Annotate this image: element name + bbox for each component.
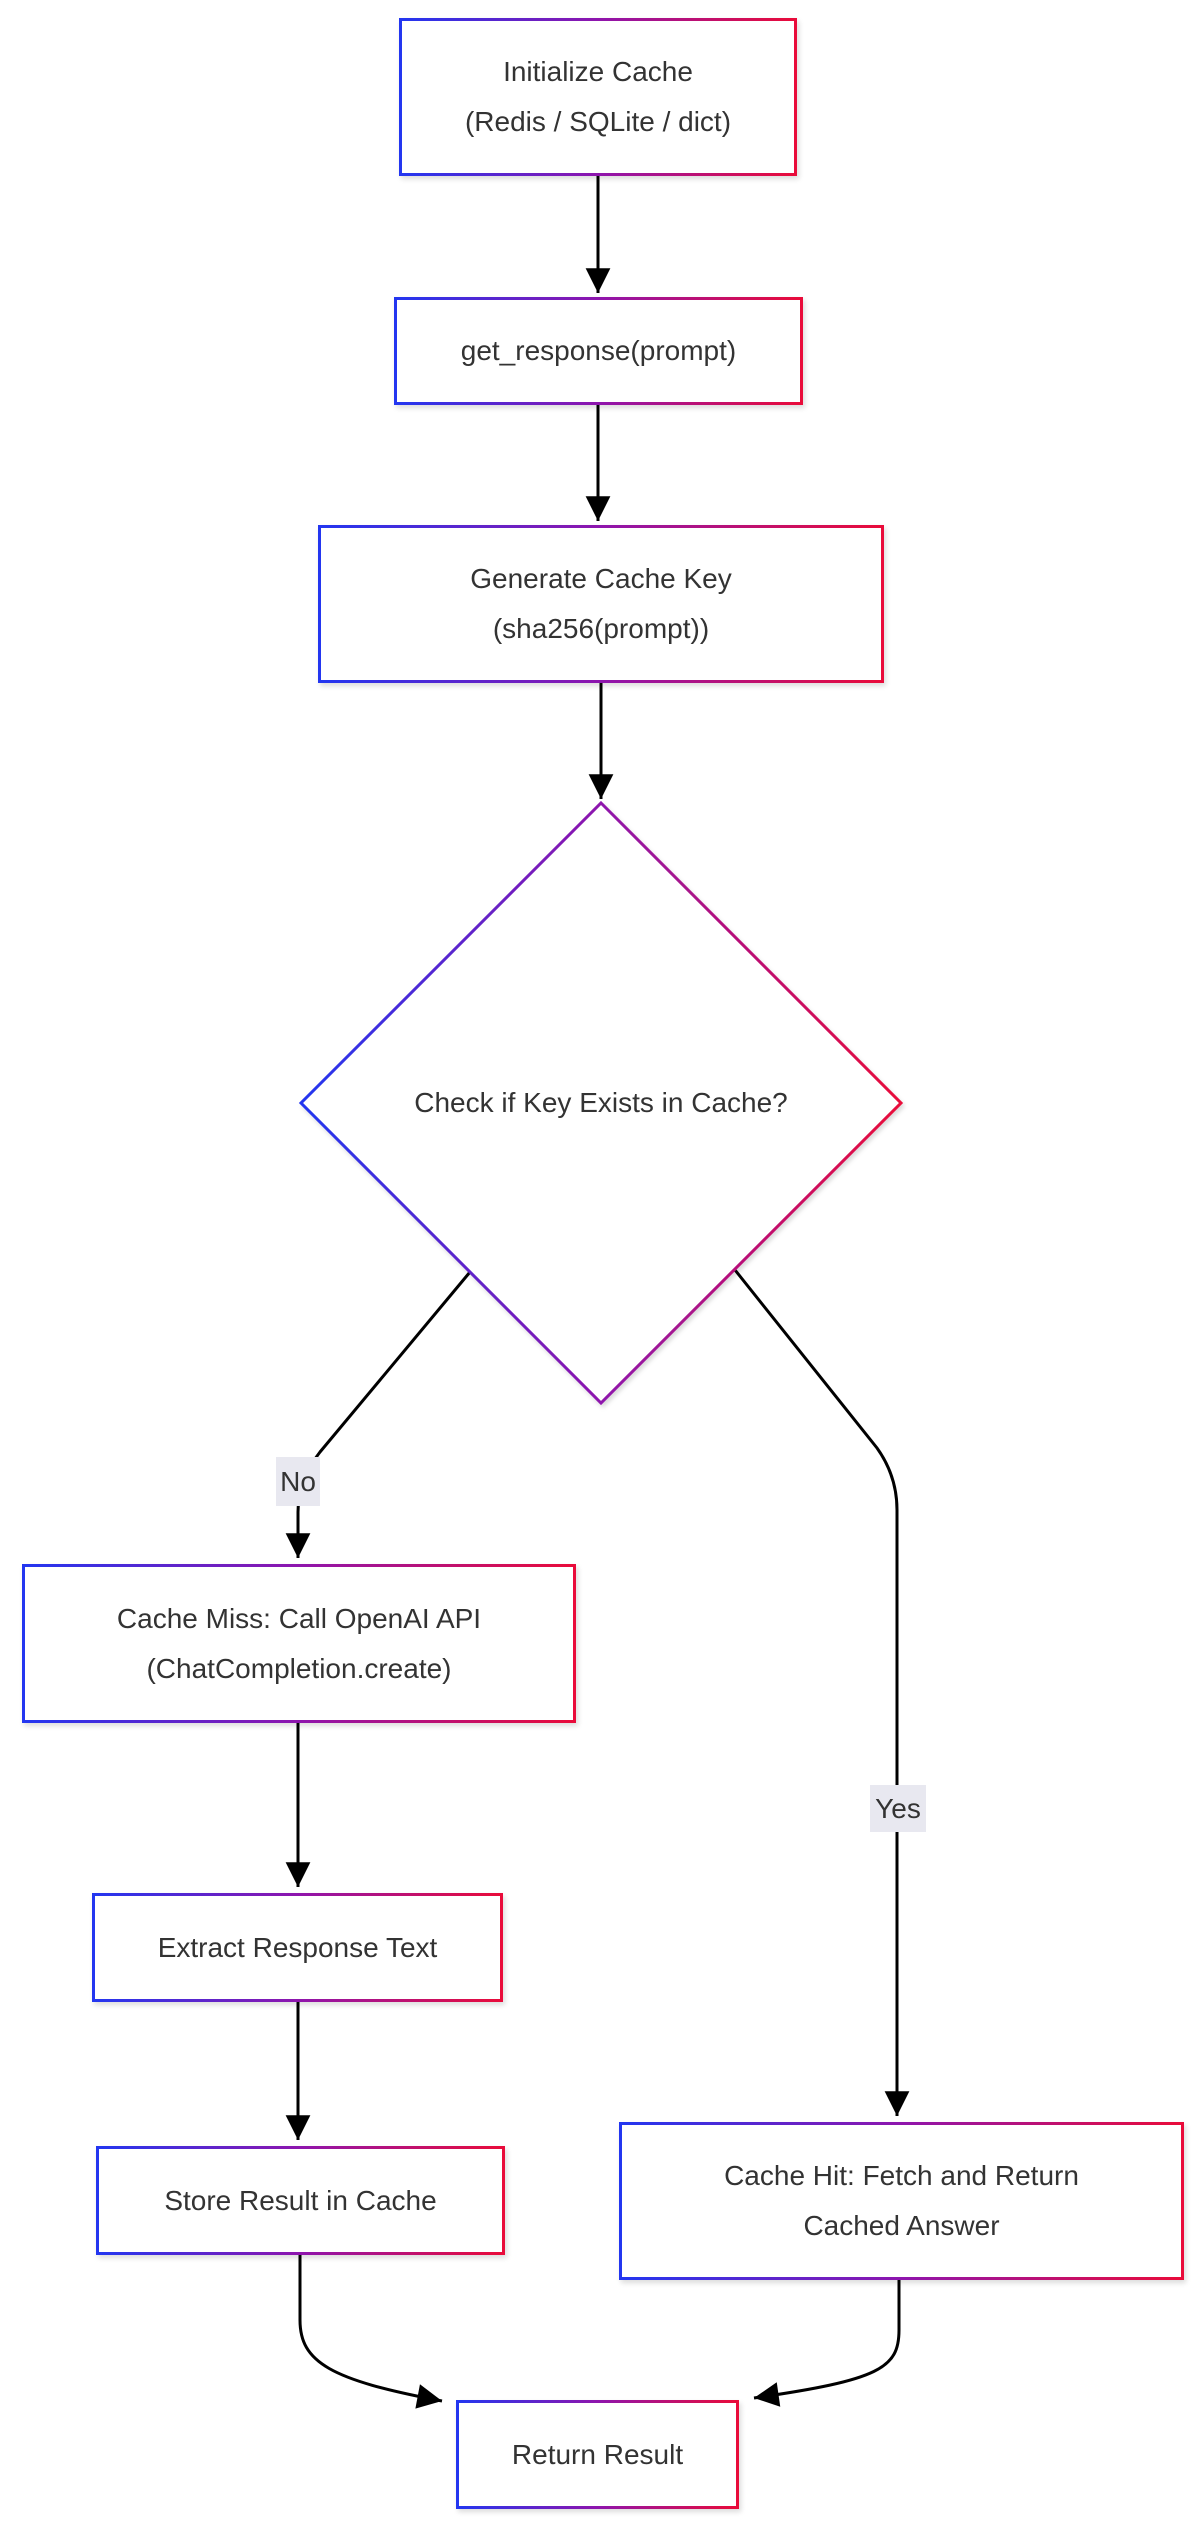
edge-cachehit-to-return xyxy=(753,2280,901,2407)
node-cache-miss: Cache Miss: Call OpenAI API (ChatComplet… xyxy=(22,1564,576,1723)
node-decision-line1: Check if Key Exists in Cache? xyxy=(414,1087,788,1118)
node-initialize-cache: Initialize Cache (Redis / SQLite / dict) xyxy=(399,18,797,176)
node-generate-cache-key-line1: Generate Cache Key xyxy=(470,563,732,594)
node-extract-response-text: Extract Response Text xyxy=(92,1893,503,2002)
node-get-response: get_response(prompt) xyxy=(394,297,803,405)
node-return-result-line1: Return Result xyxy=(511,2438,684,2470)
node-cache-hit: Cache Hit: Fetch and Return Cached Answe… xyxy=(619,2122,1184,2280)
edge-decision-no xyxy=(285,1271,472,1558)
edge-label-yes: Yes xyxy=(870,1785,926,1832)
node-initialize-cache-line1: Initialize Cache xyxy=(503,56,693,87)
node-initialize-cache-line2: (Redis / SQLite / dict) xyxy=(464,106,732,137)
node-generate-cache-key-line2: (sha256(prompt)) xyxy=(492,613,710,644)
decision-diamond-shape xyxy=(298,800,904,1406)
node-store-result-in-cache-line1: Store Result in Cache xyxy=(164,2184,437,2216)
node-return-result: Return Result xyxy=(456,2400,739,2509)
node-cache-miss-line2: (ChatCompletion.create) xyxy=(146,1652,452,1684)
node-cache-miss-line1: Cache Miss: Call OpenAI API xyxy=(116,1602,482,1634)
edge-label-no-text: No xyxy=(280,1465,316,1497)
node-cache-hit-line2: Cached Answer xyxy=(803,2210,1000,2241)
node-extract-response-text-line1: Extract Response Text xyxy=(157,1931,438,1963)
node-generate-cache-key: Generate Cache Key (sha256(prompt)) xyxy=(318,525,884,683)
node-cache-hit-line1: Cache Hit: Fetch and Return xyxy=(724,2160,1079,2191)
edge-decision-yes xyxy=(733,1269,910,2116)
node-get-response-line1: get_response(prompt) xyxy=(460,335,737,366)
edge-label-no: No xyxy=(276,1457,320,1506)
edge-label-yes-text: Yes xyxy=(875,1792,921,1824)
node-decision-label: Check if Key Exists in Cache? xyxy=(376,1068,826,1138)
edge-store-to-return xyxy=(298,2255,443,2409)
node-store-result-in-cache: Store Result in Cache xyxy=(96,2146,505,2255)
